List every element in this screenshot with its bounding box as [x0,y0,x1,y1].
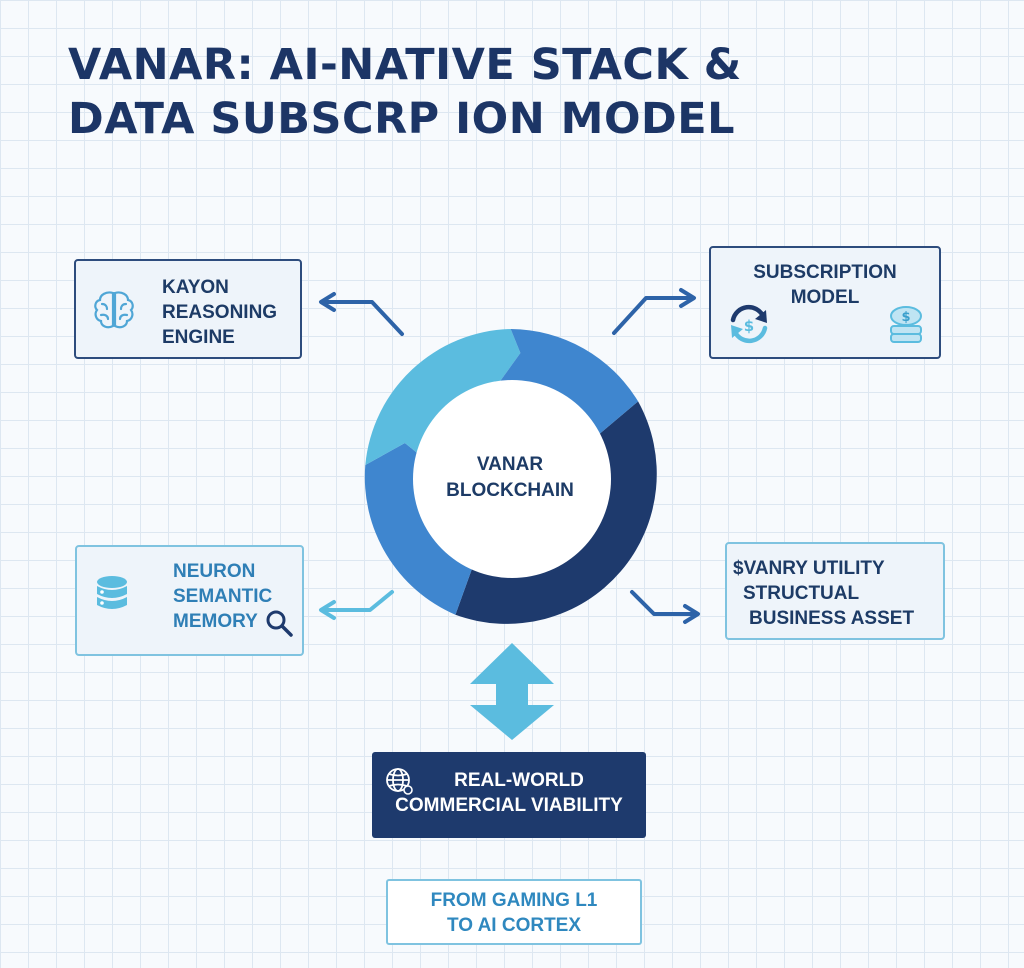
vanry-label-line-3: BUSINESS ASSET [749,608,915,629]
brain-icon [94,291,134,329]
subscription-label-line-2: MODEL [790,287,860,308]
refresh-dollar-icon: $ [730,304,768,344]
coin-stack-icon: $ [890,306,922,343]
vanry-label: $VANRY UTILITY STRUCTUAL BUSINESS ASSET [733,556,914,631]
kayon-reasoning-engine-box: KAYON REASONING ENGINE [74,259,302,359]
database-icon [97,576,127,609]
center-ring [364,329,657,624]
subscription-label-line-1: SUBSCRIPTION [753,262,897,283]
vanry-label-line-1: $VANRY UTILITY [733,558,885,579]
neuron-label-line-2: SEMANTIC [173,586,273,607]
vanry-utility-box: $VANRY UTILITY STRUCTUAL BUSINESS ASSET [725,542,945,640]
neuron-label-line-3: MEMORY [173,611,258,632]
footer-box: FROM GAMING L1 TO AI CORTEX [386,879,642,945]
ring-segment-mid-top [498,329,639,435]
commercial-viability-box: REAL-WORLD COMMERCIAL VIABILITY [372,752,646,838]
svg-text:$: $ [901,310,910,325]
magnifier-icon [266,610,293,637]
ring-center-disc [413,380,611,578]
subscription-model-box: SUBSCRIPTION MODEL $ $ [709,246,941,359]
center-label-line-1: VANAR [476,454,544,475]
arrow-to-vanry [630,590,700,624]
ring-segment-mid-bottom [364,443,472,615]
double-arrow-vertical [470,643,554,740]
arrow-to-subscription [612,288,696,335]
neuron-semantic-memory-box: NEURON SEMANTIC MEMORY [75,545,304,656]
vanry-label-line-2: STRUCTUAL [743,583,860,604]
neuron-label: NEURON SEMANTIC MEMORY [173,559,272,634]
arrow-to-neuron [319,590,394,620]
subscription-label: SUBSCRIPTION MODEL [711,260,939,310]
kayon-label-line-3: ENGINE [162,327,235,348]
arrow-to-kayon [319,292,404,336]
title-line-2: DATA SUBSCRP ION MODEL [68,94,735,144]
footer-label-line-2: TO AI CORTEX [446,915,582,936]
kayon-label-line-2: REASONING [162,302,278,323]
center-label-line-2: BLOCKCHAIN [446,480,574,501]
neuron-label-line-1: NEURON [173,561,256,582]
footer-label-line-1: FROM GAMING L1 [430,890,598,911]
diagram-title: VANAR: AI-NATIVE STACK & DATA SUBSCRP IO… [68,38,968,146]
center-label: VANAR BLOCKCHAIN [395,452,625,504]
ring-segment-light [365,329,521,466]
viability-label-line-1: REAL-WORLD [454,770,584,791]
title-line-1: VANAR: AI-NATIVE STACK & [68,40,742,90]
kayon-label-line-1: KAYON [162,277,229,298]
footer-label: FROM GAMING L1 TO AI CORTEX [388,888,640,938]
viability-label-line-2: COMMERCIAL VIABILITY [395,795,623,816]
kayon-label: KAYON REASONING ENGINE [162,275,277,350]
svg-text:$: $ [744,317,754,335]
viability-label: REAL-WORLD COMMERCIAL VIABILITY [372,768,646,818]
globe-icon [386,768,413,795]
